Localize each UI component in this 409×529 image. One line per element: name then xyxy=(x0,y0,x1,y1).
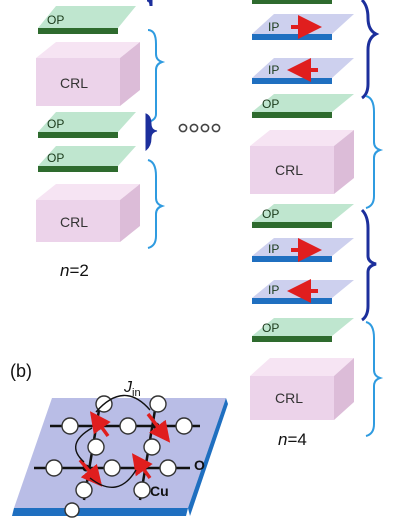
op-layer: OP xyxy=(252,318,354,342)
crl-block: CRL xyxy=(36,184,140,242)
brace-dark xyxy=(360,0,380,100)
crl-block: CRL xyxy=(36,42,140,106)
op-layer: OP xyxy=(38,6,136,34)
ip-layer: IP xyxy=(252,279,354,304)
op-layer: OP xyxy=(252,204,354,228)
brace-light xyxy=(147,159,166,249)
copper-spins xyxy=(78,411,171,487)
op-layer: OP xyxy=(252,94,354,118)
ip-label: IP xyxy=(268,283,279,297)
crl-label: CRL xyxy=(275,390,303,406)
brace-dark xyxy=(146,0,153,7)
op-layer xyxy=(252,0,332,4)
ip-label: IP xyxy=(268,20,279,34)
brace-dark xyxy=(145,113,158,152)
ip-label: IP xyxy=(268,63,279,77)
brace-light xyxy=(365,321,384,437)
crl-block: CRL xyxy=(250,130,354,194)
panel-b-label: (b) xyxy=(10,361,32,381)
op-label: OP xyxy=(47,13,64,27)
exchange-paths xyxy=(75,394,151,488)
crl-label: CRL xyxy=(275,162,303,178)
ip-layer: IP xyxy=(252,14,354,40)
op-layer: OP xyxy=(38,112,136,138)
op-label: OP xyxy=(47,151,64,165)
ellipsis-dots xyxy=(178,123,221,133)
crl-label: CRL xyxy=(60,75,88,91)
brace-light xyxy=(365,95,384,209)
stack-n4: IP IP OP CRL OP xyxy=(250,0,384,449)
op-label: OP xyxy=(47,117,64,131)
n2-label: n=2 xyxy=(60,261,89,280)
brace-dark xyxy=(360,208,377,322)
crl-label: CRL xyxy=(60,214,88,230)
oxygen-label: O xyxy=(194,457,205,473)
op-label: OP xyxy=(262,321,279,335)
ip-layer: IP xyxy=(252,58,354,84)
ip-layer: IP xyxy=(252,238,354,262)
brace-light xyxy=(147,29,166,123)
panel-b: (b) xyxy=(10,361,228,518)
crl-block: CRL xyxy=(250,358,354,420)
op-label: OP xyxy=(262,207,279,221)
stack-n2: OP CRL OP OP CRL xyxy=(36,0,166,280)
ip-label: IP xyxy=(268,242,279,256)
op-label: OP xyxy=(262,97,279,111)
op-layer: OP xyxy=(38,146,136,172)
n4-label: n=4 xyxy=(278,430,307,449)
j-label: Jin xyxy=(123,379,141,399)
copper-label: Cu xyxy=(150,483,169,499)
